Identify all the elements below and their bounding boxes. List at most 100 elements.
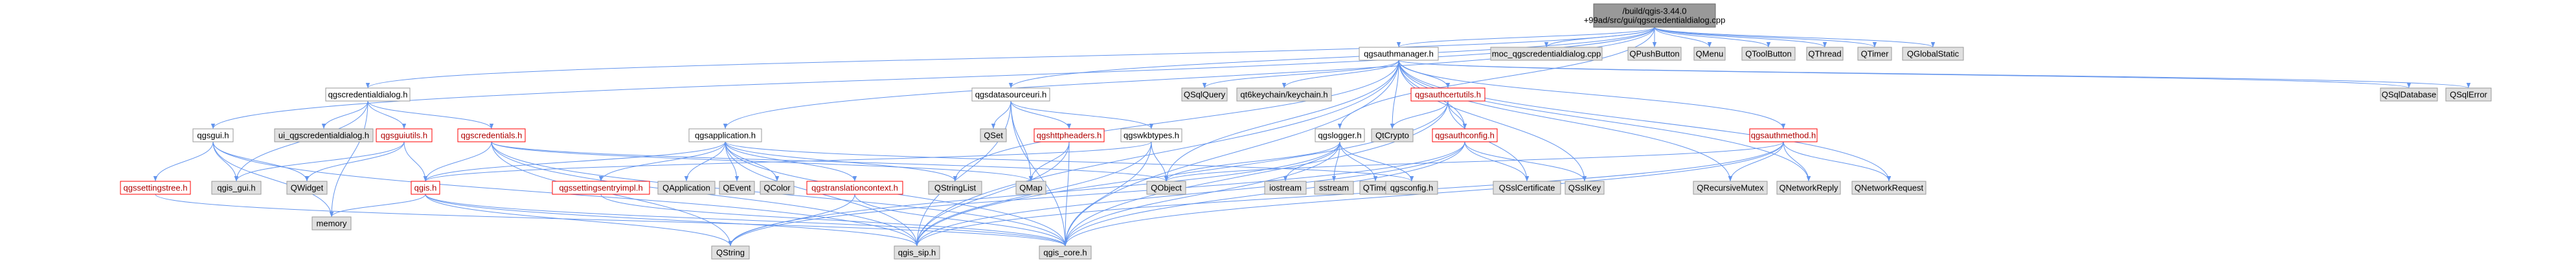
edge-qgsauthmanager-to-QStringList [953, 60, 1399, 182]
node-label-qgsgui: qgsgui.h [197, 131, 229, 141]
edge-root-to-qgsdatasourceuri [1008, 27, 1655, 89]
node-label-qgis: qgis.h [414, 183, 437, 193]
edge-qgsgui-to-qgssettingstree [153, 141, 214, 182]
node-box-QToolButton [1741, 47, 1796, 61]
edge-qgsauthmanager-to-QNetworkReply [1398, 60, 1811, 182]
node-label-qgscredentialdialog: qgscredentialdialog.h [328, 90, 408, 100]
edge-qgsauthmethod-to-QNetworkReply [1783, 141, 1811, 182]
edge-qgsauthmanager-to-QSqlQuery [1202, 60, 1399, 89]
node-qgsauthmethod[interactable]: qgsauthmethod.h [1749, 128, 1818, 142]
node-label-QMenu: QMenu [1696, 49, 1724, 59]
node-label-QWidget: QWidget [291, 183, 324, 193]
node-label-qgsconfig: qgsconfig.h [1390, 183, 1434, 193]
node-box-QColor [760, 181, 795, 195]
node-box-QTimer [1857, 47, 1892, 61]
edge-root-to-QMenu [1654, 27, 1712, 48]
node-qgis_sip: qgis_sip.h [894, 245, 940, 260]
node-qgssettingsentryimpl[interactable]: qgssettingsentryimpl.h [552, 181, 650, 195]
node-box-qgsauthmanager [1359, 47, 1439, 61]
node-label-qgsauthcertutils: qgsauthcertutils.h [1415, 90, 1481, 100]
node-moc: moc_qgscredentialdialog.cpp [1490, 47, 1603, 61]
node-label-QSslKey: QSslKey [1568, 183, 1601, 193]
node-qt6keychain: qt6keychain/keychain.h [1236, 87, 1332, 102]
node-qgis[interactable]: qgis.h [411, 181, 440, 195]
node-label-QRecursiveMutex: QRecursiveMutex [1697, 183, 1764, 193]
node-qgsauthconfig[interactable]: qgsauthconfig.h [1432, 128, 1498, 142]
node-qgstranslationcontext[interactable]: qgstranslationcontext.h [806, 181, 903, 195]
edge-qgssettingsentryimpl-to-qgis_core [600, 194, 1068, 247]
edge-qgsapplication-to-QStringList [725, 141, 958, 182]
node-qgsdatasourceuri[interactable]: qgsdatasourceuri.h [971, 87, 1050, 102]
node-label-QSslCertificate: QSslCertificate [1499, 183, 1555, 193]
node-label-qgis_sip: qgis_sip.h [898, 248, 936, 258]
edge-qgsapplication-to-qgstranslationcontext [725, 141, 857, 182]
edge-qgscredentials-to-QMap [491, 141, 1033, 182]
node-qgshttpheaders[interactable]: qgshttpheaders.h [1034, 128, 1105, 142]
node-QString: QString [711, 245, 750, 260]
node-box-qgis_sip [894, 245, 940, 260]
node-label-qgsauthconfig: qgsauthconfig.h [1435, 131, 1495, 141]
node-label-qgslogger: qgslogger.h [1318, 131, 1361, 141]
node-QSslKey: QSslKey [1565, 181, 1605, 195]
node-box-qgsgui [192, 128, 234, 142]
node-box-QSet [980, 128, 1007, 142]
node-QColor: QColor [760, 181, 795, 195]
edge-qgscredentials-to-qgis [423, 141, 492, 182]
node-QtCrypto: QtCrypto [1371, 128, 1414, 142]
node-qgsguiutils[interactable]: qgsguiutils.h [376, 128, 433, 142]
node-label-qgsapplication: qgsapplication.h [695, 131, 756, 141]
node-label-iostream: iostream [1269, 183, 1302, 193]
node-box-QSqlQuery [1181, 87, 1228, 102]
node-qgis_core: qgis_core.h [1039, 245, 1092, 260]
edge-root-to-QThread [1654, 27, 1827, 48]
edge-qgslogger-to-QTime [1339, 141, 1378, 182]
node-QApplication: QApplication [657, 181, 716, 195]
edge-qgsauthmanager-to-QSqlDatabase [1398, 60, 2411, 89]
node-QRecursiveMutex: QRecursiveMutex [1693, 181, 1768, 195]
node-label-QGlobalStatic: QGlobalStatic [1907, 49, 1960, 59]
edge-qgscredentialdialog-to-qgsguiutils [367, 100, 407, 129]
edge-qgsapplication-to-qgssettingsentryimpl [598, 141, 726, 182]
node-label-qgsguiutils: qgsguiutils.h [381, 131, 427, 141]
edge-qgsauthconfig-to-qgis_sip [914, 141, 1465, 247]
node-box-QGlobalStatic [1902, 47, 1964, 61]
node-qgssettingstree[interactable]: qgssettingstree.h [120, 181, 191, 195]
node-QSqlDatabase: QSqlDatabase [2380, 87, 2438, 102]
node-label-ui_qgscredentialdialog: ui_qgscredentialdialog.h [278, 131, 369, 141]
node-qgsapplication[interactable]: qgsapplication.h [688, 128, 762, 142]
edge-qgscredentialdialog-to-ui_qgscredentialdialog [321, 100, 368, 129]
node-QNetworkRequest: QNetworkRequest [1851, 181, 1926, 195]
node-box-QThread [1806, 47, 1844, 61]
node-qgslogger[interactable]: qgslogger.h [1315, 128, 1365, 142]
node-box-QString [711, 245, 750, 260]
node-box-QWidget [286, 181, 328, 195]
edge-root-to-qgsauthmanager [1397, 27, 1655, 48]
node-label-QNetworkReply: QNetworkReply [1779, 183, 1838, 193]
edge-qgsauthmanager-to-qt6keychain [1282, 60, 1399, 89]
node-qgsgui[interactable]: qgsgui.h [192, 128, 234, 142]
node-qgsauthcertutils[interactable]: qgsauthcertutils.h [1410, 87, 1486, 102]
node-QStringList: QStringList [928, 181, 982, 195]
edge-qgsapplication-to-QApplication [684, 141, 726, 182]
node-QToolButton: QToolButton [1741, 47, 1796, 61]
node-box-QSslKey [1565, 181, 1605, 195]
edge-qgsauthmanager-to-qgsauthmethod [1398, 60, 1786, 129]
edge-qgslogger-to-sstream [1331, 141, 1340, 182]
node-box-qgsguiutils [376, 128, 433, 142]
edge-root-to-QToolButton [1654, 27, 1771, 48]
node-root[interactable]: /build/qgis-3.44.0+99ad/src/gui/qgscrede… [1584, 3, 1726, 28]
edge-qgsauthconfig-to-QSslCertificate [1464, 141, 1530, 182]
node-label-qgssettingstree: qgssettingstree.h [123, 183, 187, 193]
node-qgswkbtypes[interactable]: qgswkbtypes.h [1120, 128, 1182, 142]
node-qgscredentials[interactable]: qgscredentials.h [457, 128, 526, 142]
node-box-QSslCertificate [1493, 181, 1561, 195]
node-qgsauthmanager[interactable]: qgsauthmanager.h [1359, 47, 1439, 61]
node-box-qgssettingstree [120, 181, 191, 195]
node-label-QSqlDatabase: QSqlDatabase [2382, 90, 2437, 100]
node-box-QtCrypto [1371, 128, 1414, 142]
node-QObject: QObject [1146, 181, 1186, 195]
node-qgscredentialdialog[interactable]: qgscredentialdialog.h [325, 87, 411, 102]
edge-qgstranslationcontext-to-qgis_core [854, 194, 1068, 247]
node-QTimer: QTimer [1857, 47, 1892, 61]
node-box-QStringList [928, 181, 982, 195]
